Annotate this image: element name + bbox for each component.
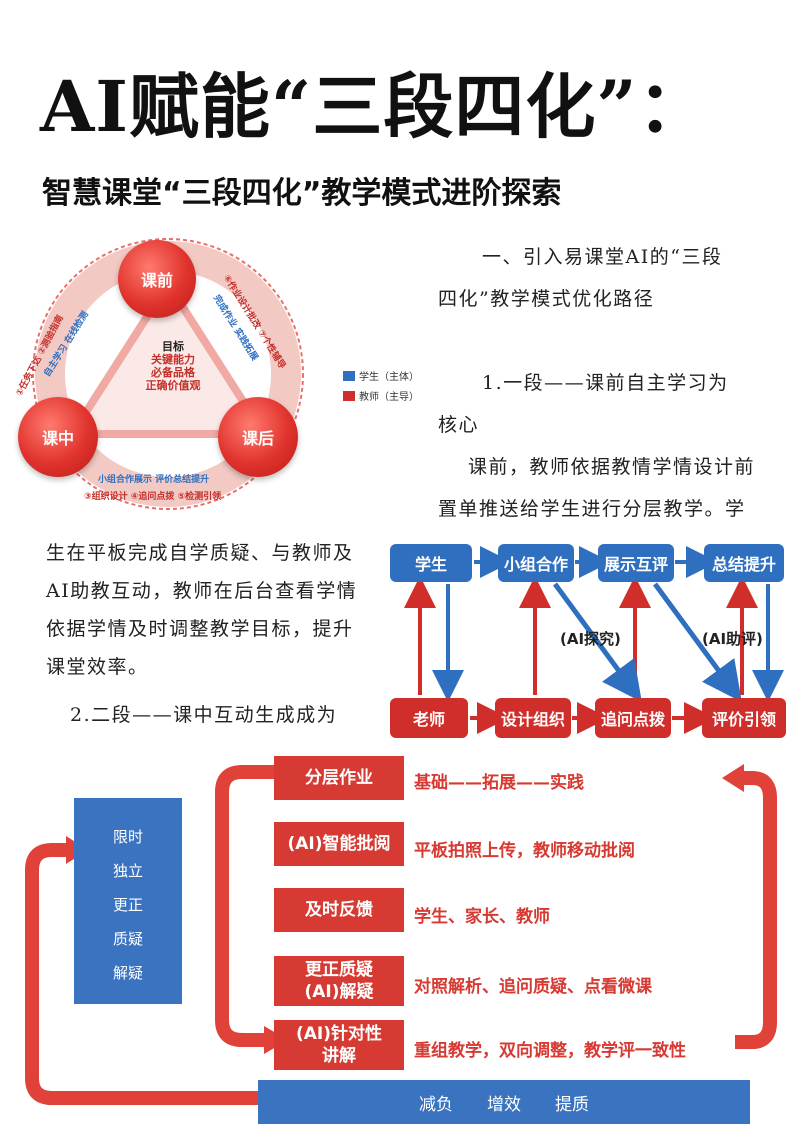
flow-top-student: 学生 <box>390 544 472 582</box>
flow-bottom-evaluate: 评价引领 <box>702 698 786 738</box>
page-title: AI赋能“三段四化”： <box>40 65 709 148</box>
flow-top-group: 小组合作 <box>498 544 574 582</box>
homework-text-layered: 基础——拓展——实践 <box>414 773 584 793</box>
flow-label-ai-evaluate: (AI助评) <box>702 630 763 648</box>
flow-top-summary: 总结提升 <box>704 544 784 582</box>
section-heading-line2: 四化”教学模式优化路径 <box>438 288 655 310</box>
flow-label-ai-explore: (AI探究) <box>560 630 621 648</box>
para-line1: 课前，教师依据教情学情设计前 <box>468 456 756 478</box>
cycle-diagram: 课前 课中 课后 目标 关键能力 必备品格 正确价值观 ①任务下达 ②测验指南 … <box>0 232 340 517</box>
homework-text-feedback: 学生、家长、教师 <box>414 907 550 927</box>
center-character: 必备品格 <box>151 366 195 379</box>
homework-row-ai-grading: (AI)智能批阅 <box>274 822 404 866</box>
center-values: 正确价值观 <box>145 379 201 392</box>
side-item-correct: 更正 <box>112 896 143 914</box>
homework-text-ai-grading: 平板拍照上传，教师移动批阅 <box>414 841 635 861</box>
legend-teacher-label: 教师（主导） <box>359 392 419 403</box>
bottom-quality: 提质 <box>555 1094 589 1115</box>
legend-student-label: 学生（主体） <box>359 372 419 383</box>
center-goal: 目标 <box>162 340 184 353</box>
para2-line2: AI助教互动，教师在后台查看学情 <box>46 580 358 602</box>
para2-line3: 依据学情及时调整教学目标，提升 <box>46 618 354 640</box>
homework-row-layered: 分层作业 <box>274 756 404 800</box>
side-item-question: 质疑 <box>112 930 143 948</box>
arc-bottom-outer: ③组织设计 ④追问点拨 ⑤检测引领 <box>84 492 222 502</box>
homework-text-targeted: 重组教学，双向调整，教学评一致性 <box>414 1041 686 1061</box>
para2-line1: 生在平板完成自学质疑、与教师及 <box>46 542 354 564</box>
side-item-timed: 限时 <box>112 828 143 846</box>
homework-row-targeted-line1: (AI)针对性 <box>295 1024 383 1044</box>
flow-bottom-design: 设计组织 <box>495 698 571 738</box>
arc-bottom-inner: 小组合作展示 评价总结提升 <box>98 475 210 485</box>
para2-line4: 课堂效率。 <box>46 656 149 678</box>
legend-student-swatch <box>343 370 355 381</box>
flow-bottom-question: 追问点拨 <box>595 698 671 738</box>
bottom-reduce: 减负 <box>419 1094 453 1115</box>
cycle-node-before: 课前 <box>118 240 196 318</box>
center-ability: 关键能力 <box>151 353 195 366</box>
homework-text-correction: 对照解析、追问质疑、点看微课 <box>414 977 652 997</box>
homework-row-correction-line1: 更正质疑 <box>305 960 373 980</box>
section-heading-line1: 一、引入易课堂AI的“三段 <box>482 246 723 268</box>
bottom-efficiency: 增效 <box>487 1094 521 1115</box>
cycle-center: 目标 关键能力 必备品格 正确价值观 <box>118 340 228 392</box>
homework-row-targeted-line2: 讲解 <box>322 1046 356 1066</box>
legend-teacher-swatch <box>343 390 355 401</box>
cycle-node-during: 课中 <box>18 397 98 477</box>
homework-row-correction: 更正质疑 (AI)解疑 <box>274 956 404 1006</box>
cycle-node-after: 课后 <box>218 397 298 477</box>
point2-line: 2.二段——课中互动生成成为 <box>70 704 338 726</box>
side-item-resolve: 解疑 <box>112 964 143 982</box>
point1-line1: 1.一段——课前自主学习为 <box>482 372 729 394</box>
para-line2: 置单推送给学生进行分层教学。学 <box>438 498 746 520</box>
homework-bottom-bar: 减负 增效 提质 <box>258 1080 750 1124</box>
flow-top-display: 展示互评 <box>598 544 674 582</box>
flow-bottom-teacher: 老师 <box>390 698 468 738</box>
side-item-independent: 独立 <box>112 862 143 880</box>
homework-row-feedback: 及时反馈 <box>274 888 404 932</box>
legend-teacher: 教师（主导） <box>343 388 419 403</box>
homework-side-box: 限时 独立 更正 质疑 解疑 <box>74 798 182 1004</box>
point1-line2: 核心 <box>438 414 480 436</box>
legend-student: 学生（主体） <box>343 368 419 383</box>
homework-row-correction-line2: (AI)解疑 <box>304 982 374 1002</box>
homework-diagram: 限时 独立 更正 质疑 解疑 分层作业 基础——拓展——实践 (AI)智能批阅 … <box>0 750 800 1131</box>
homework-row-targeted: (AI)针对性 讲解 <box>274 1020 404 1070</box>
page-subtitle: 智慧课堂“三段四化”教学模式进阶探索 <box>42 176 562 211</box>
flow-arrows <box>404 546 784 734</box>
flow-diagram: 学生 小组合作 展示互评 总结提升 老师 设计组织 追问点拨 评价引领 (AI探… <box>390 540 790 740</box>
